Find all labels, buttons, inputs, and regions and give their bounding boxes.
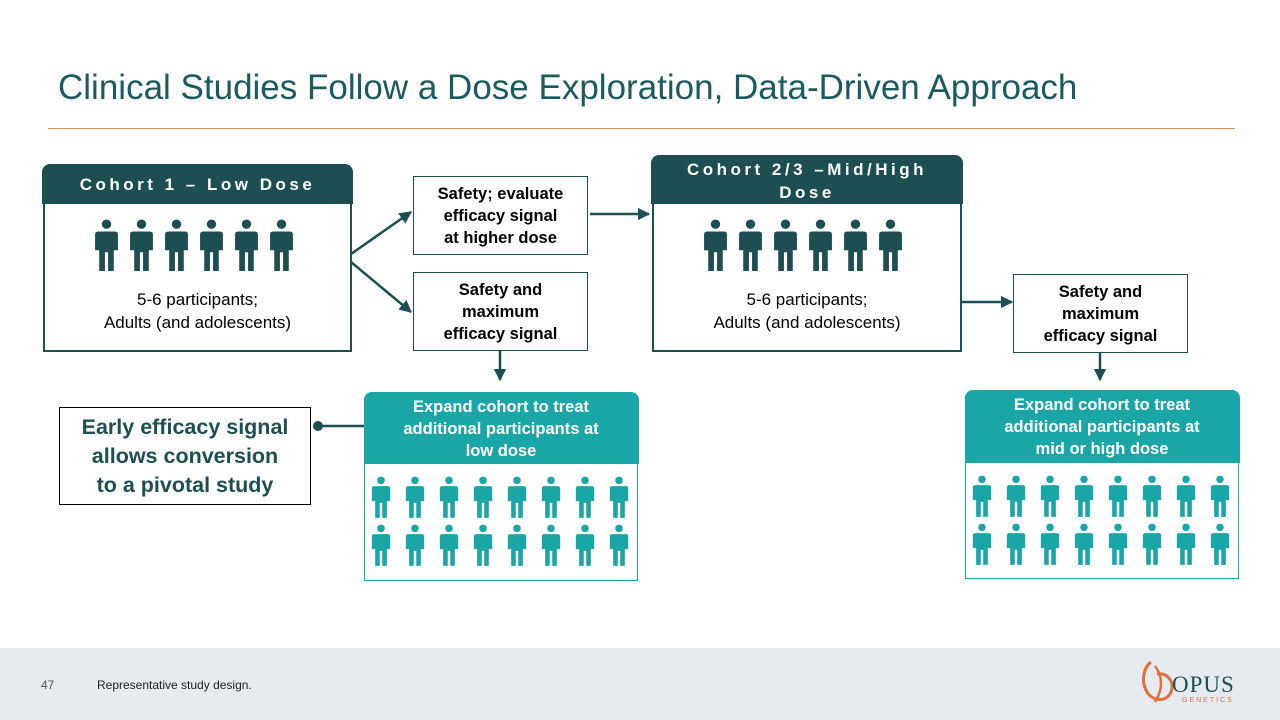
person-icon — [1101, 523, 1135, 571]
expand-low-line2: additional participants at — [403, 419, 599, 438]
expand-low-header: Expand cohort to treat additional partic… — [363, 391, 639, 464]
early-efficacy-box: Early efficacy signal allows conversion … — [59, 407, 311, 505]
cohort1-box — [43, 196, 352, 352]
person-icon — [159, 219, 194, 271]
expand-high-line2: additional participants at — [1004, 417, 1200, 436]
early-line3: to a pivotal study — [96, 472, 274, 497]
person-icon — [1135, 523, 1169, 571]
person-icon — [1067, 475, 1101, 523]
arrow-cohort1-to-lower — [350, 261, 412, 313]
cohort1-people — [89, 219, 299, 271]
logo-wordmark: OPUS — [1172, 672, 1235, 697]
person-icon — [999, 475, 1033, 523]
person-icon — [602, 524, 636, 572]
outcome-lower-line3: efficacy signal — [443, 324, 558, 343]
cohort23-text-line2: Adults (and adolescents) — [713, 313, 901, 332]
person-icon — [602, 476, 636, 524]
person-icon — [466, 476, 500, 524]
person-icon — [838, 219, 873, 271]
expand-high-line1: Expand cohort to treat — [1013, 395, 1190, 414]
opus-logo-icon — [1142, 660, 1174, 703]
person-icon — [398, 476, 432, 524]
outcome-upper-line2: efficacy signal — [443, 206, 558, 225]
person-icon — [500, 476, 534, 524]
person-icon — [965, 523, 999, 571]
person-icon — [364, 524, 398, 572]
outcome-upper-line3: at higher dose — [444, 228, 557, 247]
logo-subtext: GENETICS — [1182, 697, 1234, 704]
outcome-lower-line1: Safety and — [458, 280, 543, 299]
person-icon — [999, 523, 1033, 571]
cohort23-header: Cohort 2/3 –Mid/High Dose — [651, 155, 963, 204]
person-icon — [1169, 523, 1203, 571]
person-icon — [803, 219, 838, 271]
expand-low-line1: Expand cohort to treat — [412, 397, 589, 416]
person-icon — [1135, 475, 1169, 523]
person-icon — [466, 524, 500, 572]
person-icon — [1067, 523, 1101, 571]
person-icon — [534, 476, 568, 524]
person-icon — [1203, 475, 1237, 523]
person-icon — [568, 476, 602, 524]
cohort23-description: 5-6 participants; Adults (and adolescent… — [652, 288, 962, 334]
person-icon — [432, 524, 466, 572]
expand-low-people — [364, 476, 636, 572]
early-line1: Early efficacy signal — [81, 414, 289, 439]
person-icon — [89, 219, 124, 271]
cohort23-text-line1: 5-6 participants; — [746, 290, 868, 309]
person-icon — [1033, 523, 1067, 571]
cohort23-header-line1: Cohort 2/3 –Mid/High — [687, 160, 927, 179]
outcome-upper-line1: Safety; evaluate — [437, 184, 564, 203]
footer-band — [0, 648, 1280, 720]
person-icon — [1033, 475, 1067, 523]
outcome-upper-box: Safety; evaluate efficacy signal at high… — [413, 176, 588, 255]
outcome-right-line1: Safety and — [1058, 282, 1143, 301]
person-icon — [768, 219, 803, 271]
cohort23-header-line2: Dose — [779, 183, 835, 202]
person-icon — [733, 219, 768, 271]
cohort1-header-label: Cohort 1 – Low Dose — [79, 175, 316, 194]
cohort1-header: Cohort 1 – Low Dose — [42, 164, 353, 204]
outcome-right-box: Safety and maximum efficacy signal — [1013, 274, 1188, 353]
cohort1-text-line2: Adults (and adolescents) — [103, 313, 292, 332]
outcome-lower-box: Safety and maximum efficacy signal — [413, 272, 588, 351]
person-icon — [398, 524, 432, 572]
person-icon — [1169, 475, 1203, 523]
expand-low-line3: low dose — [465, 441, 537, 460]
cohort1-text-line1: 5-6 participants; — [137, 290, 258, 309]
person-icon — [500, 524, 534, 572]
person-icon — [965, 475, 999, 523]
person-icon — [1101, 475, 1135, 523]
person-icon — [364, 476, 398, 524]
footnote: Representative study design. — [97, 678, 252, 692]
person-icon — [229, 219, 264, 271]
page-title: Clinical Studies Follow a Dose Explorati… — [58, 68, 1078, 107]
early-line2: allows conversion — [91, 443, 279, 468]
outcome-right-line2: maximum — [1061, 304, 1139, 323]
title-divider — [48, 128, 1235, 129]
person-icon — [1203, 523, 1237, 571]
expand-high-people — [965, 475, 1237, 571]
connector-dot — [313, 421, 323, 431]
person-icon — [568, 524, 602, 572]
person-icon — [264, 219, 299, 271]
outcome-lower-line2: maximum — [461, 302, 539, 321]
person-icon — [698, 219, 733, 271]
page-number: 47 — [41, 678, 55, 692]
person-icon — [432, 476, 466, 524]
person-icon — [124, 219, 159, 271]
cohort23-people — [698, 219, 908, 271]
cohort23-box — [652, 196, 962, 352]
person-icon — [534, 524, 568, 572]
arrow-cohort1-to-upper — [350, 210, 413, 256]
outcome-right-line3: efficacy signal — [1043, 326, 1158, 345]
expand-high-header: Expand cohort to treat additional partic… — [964, 389, 1240, 463]
cohort1-description: 5-6 participants; Adults (and adolescent… — [43, 288, 352, 334]
expand-high-line3: mid or high dose — [1035, 439, 1169, 458]
person-icon — [873, 219, 908, 271]
person-icon — [194, 219, 229, 271]
